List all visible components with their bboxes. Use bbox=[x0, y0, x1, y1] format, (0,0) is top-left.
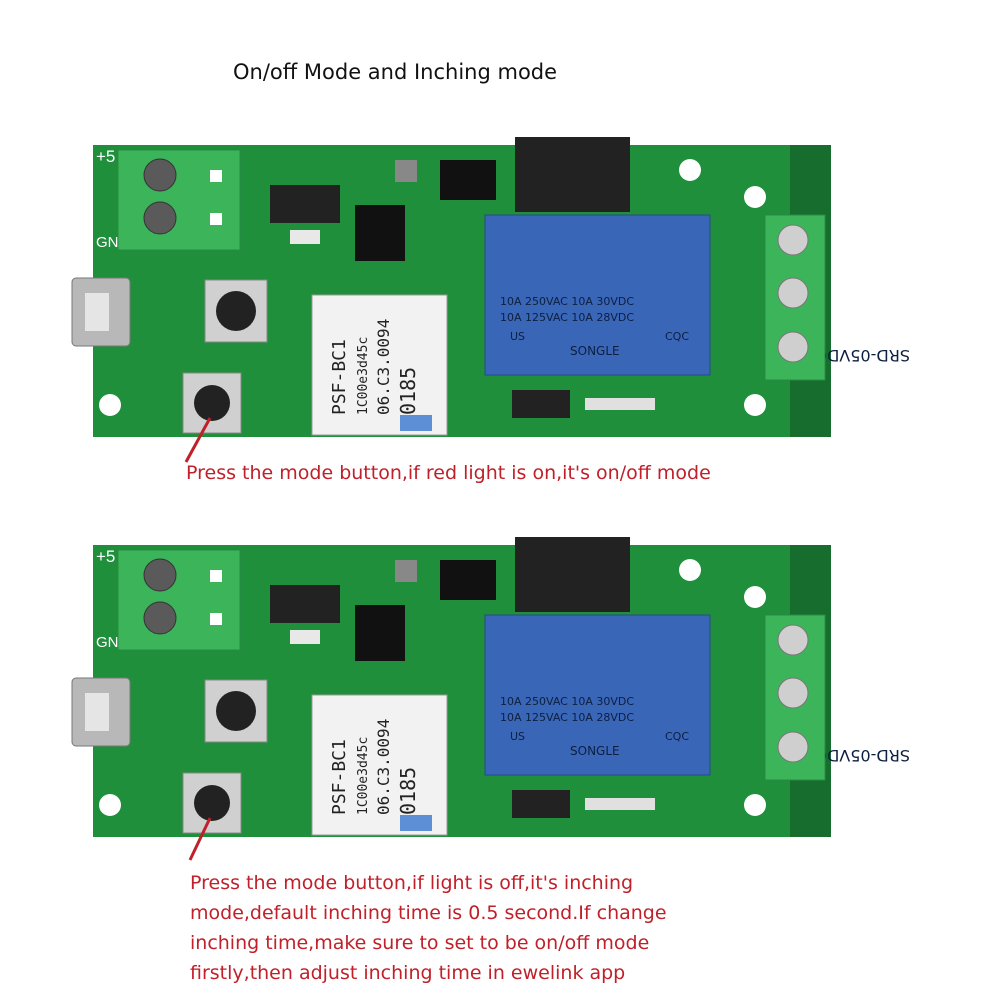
diode bbox=[512, 390, 570, 418]
relay-board-illustration: +5 GN PSF-BC1 1C00e3d45c 06.C3.0094 0185… bbox=[71, 537, 910, 861]
relay-body bbox=[484, 614, 711, 776]
relay-body bbox=[484, 214, 711, 376]
smd-part bbox=[290, 630, 320, 644]
relay-line: 10A 125VAC 10A 28VDC bbox=[500, 311, 634, 324]
mount-hole bbox=[679, 559, 701, 581]
antenna-coil bbox=[515, 537, 630, 612]
relay-line: 10A 250VAC 10A 30VDC bbox=[500, 695, 634, 708]
blue-smd-part bbox=[400, 415, 432, 431]
module-text: PSF-BC1 1C00e3d45c 06.C3.0094 0185 bbox=[329, 719, 420, 815]
mount-hole bbox=[744, 794, 766, 816]
relay-line: 10A 250VAC 10A 30VDC bbox=[500, 295, 634, 308]
caption-line: firstly,then adjust inching time in ewel… bbox=[190, 962, 626, 984]
reset-button bbox=[216, 691, 256, 731]
terminal-screw bbox=[143, 601, 177, 635]
power-terminal-block bbox=[117, 149, 241, 251]
mount-hole bbox=[744, 586, 766, 608]
voltage-regulator bbox=[270, 185, 340, 223]
mount-hole bbox=[99, 394, 121, 416]
terminal-screw bbox=[777, 731, 809, 763]
terminal-opening bbox=[210, 170, 222, 182]
relay-cert-us: US bbox=[510, 730, 525, 743]
power-terminal-block bbox=[117, 549, 241, 651]
reset-button-housing bbox=[204, 279, 268, 343]
relay-cert-us: US bbox=[510, 330, 525, 343]
wifi-module bbox=[311, 694, 448, 836]
mount-hole bbox=[679, 159, 701, 181]
page-title: On/off Mode and Inching mode bbox=[233, 60, 558, 84]
mode-button bbox=[194, 385, 230, 421]
caption-onoff-mode: Press the mode button,if red light is on… bbox=[186, 458, 711, 488]
diode bbox=[512, 790, 570, 818]
mount-hole bbox=[744, 186, 766, 208]
caption-line: mode,default inching time is 0.5 second.… bbox=[190, 902, 667, 924]
caption-pointer bbox=[188, 817, 212, 861]
reset-button bbox=[216, 291, 256, 331]
smd-resistors bbox=[585, 798, 655, 810]
small-ic bbox=[440, 160, 496, 200]
caption-line: Press the mode button,if red light is on… bbox=[186, 462, 711, 484]
terminal-screw bbox=[777, 277, 809, 309]
terminal-screw bbox=[143, 158, 177, 192]
relay-brand: SONGLE bbox=[570, 744, 620, 758]
relay-board-photo-inching: +5 GN PSF-BC1 1C00e3d45c 06.C3.0094 0185… bbox=[0, 525, 1000, 925]
relay-board-illustration: +5 GN PSF-BC1 1C00e3d45c 06.C3.0094 0185… bbox=[71, 137, 910, 463]
mount-hole bbox=[99, 794, 121, 816]
smd-resistors bbox=[585, 398, 655, 410]
relay-board-photo-onoff: +5 GN PSF-BC1 1C00e3d45c 06.C3.0094 0185… bbox=[0, 115, 1000, 515]
caption-inching-mode: Press the mode button,if light is off,it… bbox=[190, 868, 667, 988]
pin-label-gnd: GN bbox=[96, 234, 119, 251]
wifi-module bbox=[311, 294, 448, 436]
module-line: 06.C3.0094 bbox=[374, 319, 393, 415]
smd-part bbox=[290, 230, 320, 244]
caption-line: Press the mode button,if light is off,it… bbox=[190, 872, 634, 894]
flash-chip bbox=[355, 205, 405, 261]
terminal-screw bbox=[777, 224, 809, 256]
pin-label-plus: +5 bbox=[96, 547, 115, 566]
pin-label-plus: +5 bbox=[96, 147, 115, 166]
mode-button bbox=[194, 785, 230, 821]
small-ic bbox=[440, 560, 496, 600]
led-component bbox=[395, 160, 417, 182]
module-line: PSF-BC1 bbox=[329, 339, 350, 415]
blue-smd-part bbox=[400, 815, 432, 831]
antenna-coil bbox=[515, 137, 630, 212]
led-component bbox=[395, 560, 417, 582]
module-line: 06.C3.0094 bbox=[374, 719, 393, 815]
terminal-screw bbox=[777, 677, 809, 709]
terminal-opening bbox=[210, 613, 222, 625]
terminal-opening bbox=[210, 570, 222, 582]
micro-usb-opening bbox=[85, 293, 109, 331]
micro-usb-opening bbox=[85, 693, 109, 731]
relay-cert: CQC bbox=[665, 730, 689, 743]
mount-hole bbox=[744, 394, 766, 416]
module-line: 0185 bbox=[396, 767, 420, 815]
module-line: 0185 bbox=[396, 367, 420, 415]
module-text: PSF-BC1 1C00e3d45c 06.C3.0094 0185 bbox=[329, 319, 420, 415]
terminal-screw bbox=[777, 331, 809, 363]
relay-line: 10A 125VAC 10A 28VDC bbox=[500, 711, 634, 724]
relay-cert: CQC bbox=[665, 330, 689, 343]
terminal-screw bbox=[143, 201, 177, 235]
terminal-opening bbox=[210, 213, 222, 225]
module-line: 1C00e3d45c bbox=[356, 737, 371, 815]
terminal-screw bbox=[143, 558, 177, 592]
relay-brand: SONGLE bbox=[570, 344, 620, 358]
module-line: PSF-BC1 bbox=[329, 739, 350, 815]
module-line: 1C00e3d45c bbox=[356, 337, 371, 415]
caption-line: inching time,make sure to set to be on/o… bbox=[190, 932, 650, 954]
caption-pointer bbox=[184, 417, 212, 463]
flash-chip bbox=[355, 605, 405, 661]
terminal-screw bbox=[777, 624, 809, 656]
pin-label-gnd: GN bbox=[96, 634, 119, 651]
voltage-regulator bbox=[270, 585, 340, 623]
